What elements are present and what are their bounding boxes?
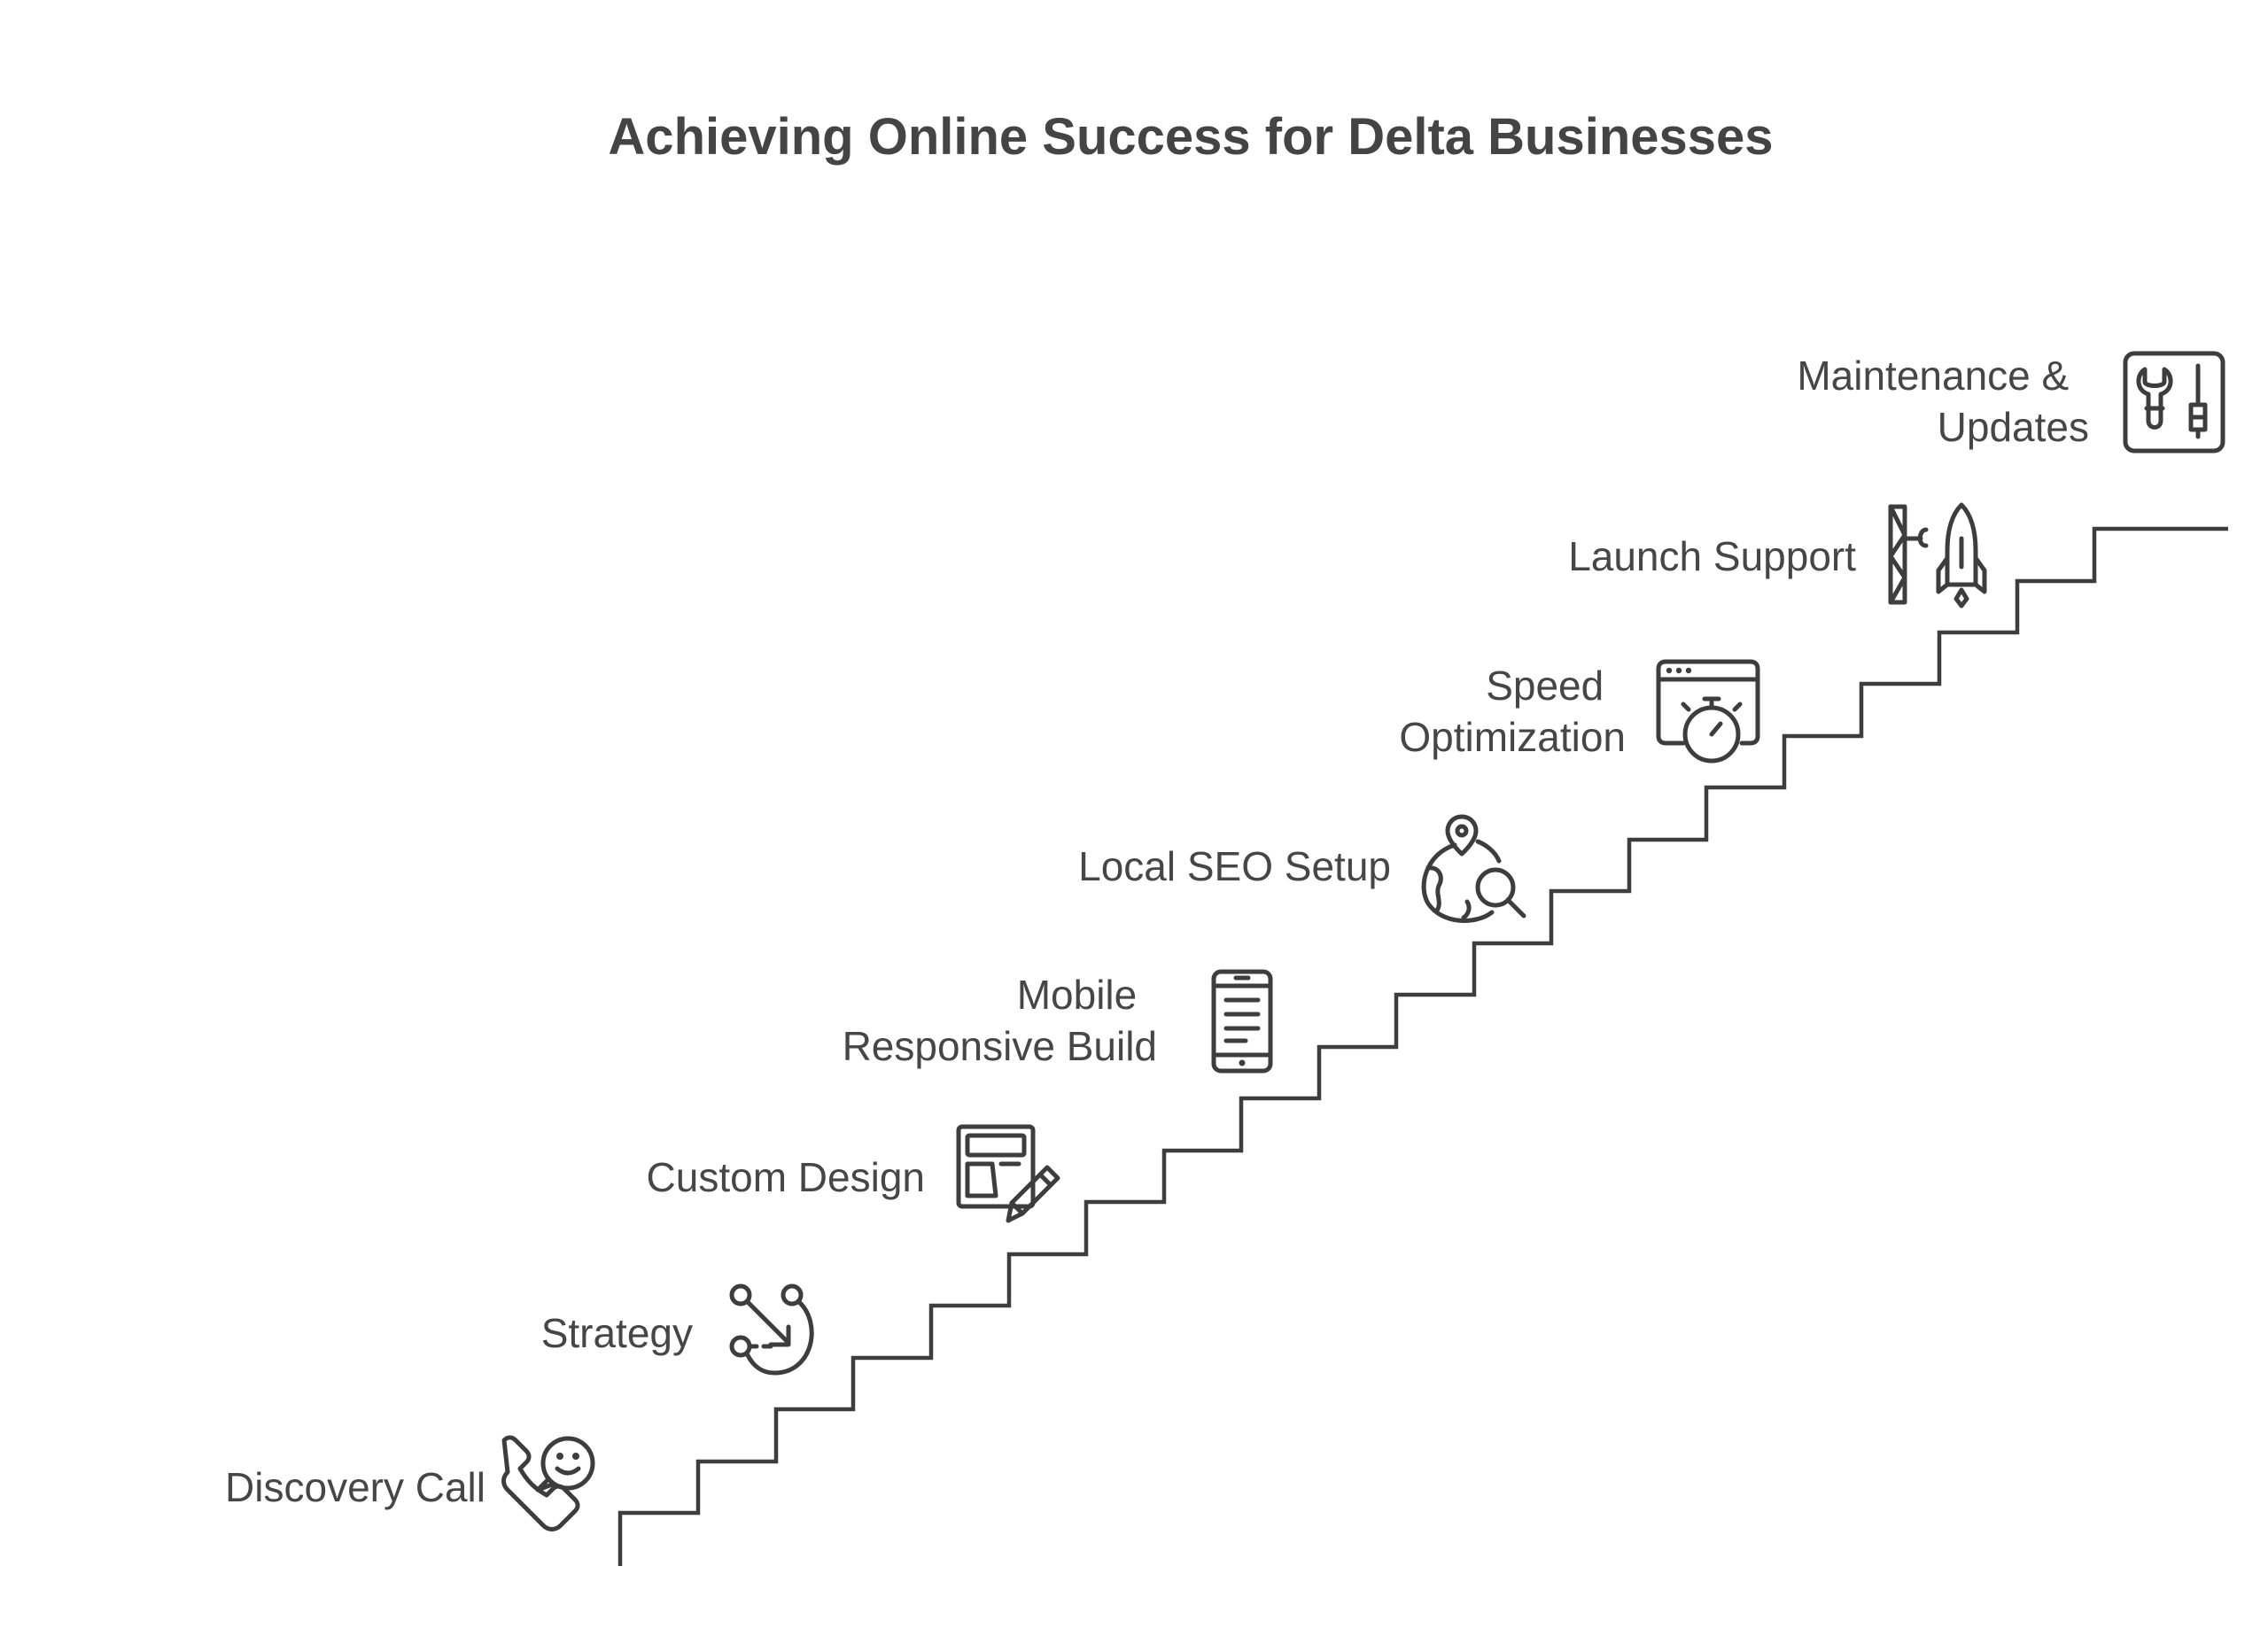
phone-chat-icon: [501, 1435, 595, 1531]
step-strategy: Strategy: [541, 1283, 814, 1376]
rocket-launch-icon: [1888, 502, 1987, 609]
wrench-tools-icon: [2123, 351, 2225, 454]
step-custom-design: Custom Design: [647, 1124, 1060, 1223]
route-arrow-icon: [729, 1283, 814, 1376]
step-label: Maintenance & Updates: [1797, 353, 2089, 450]
step-label: Speed Optimization: [1399, 663, 1626, 760]
step-maintenance-updates: Maintenance & Updates: [1797, 351, 2225, 454]
diagram-title: Achieving Online Success for Delta Busin…: [608, 108, 1773, 166]
step-launch-support: Launch Support: [1568, 502, 1987, 609]
step-mobile-responsive-build: Mobile Responsive Build: [843, 969, 1273, 1074]
staircase-line: [617, 526, 2228, 1566]
step-discovery-call: Discovery Call: [225, 1435, 595, 1531]
step-label: Discovery Call: [225, 1464, 485, 1510]
step-local-seo-setup: Local SEO Setup: [1078, 814, 1526, 923]
step-label: Strategy: [541, 1310, 693, 1356]
step-label: Launch Support: [1568, 533, 1856, 579]
step-label: Local SEO Setup: [1078, 843, 1391, 889]
step-label: Custom Design: [647, 1154, 925, 1200]
globe-search-icon: [1421, 814, 1526, 923]
smartphone-icon: [1211, 969, 1273, 1074]
step-speed-optimization: Speed Optimization: [1399, 659, 1760, 764]
step-label: Mobile Responsive Build: [843, 972, 1157, 1069]
layout-pencil-icon: [956, 1124, 1060, 1223]
browser-stopwatch-icon: [1656, 659, 1760, 764]
